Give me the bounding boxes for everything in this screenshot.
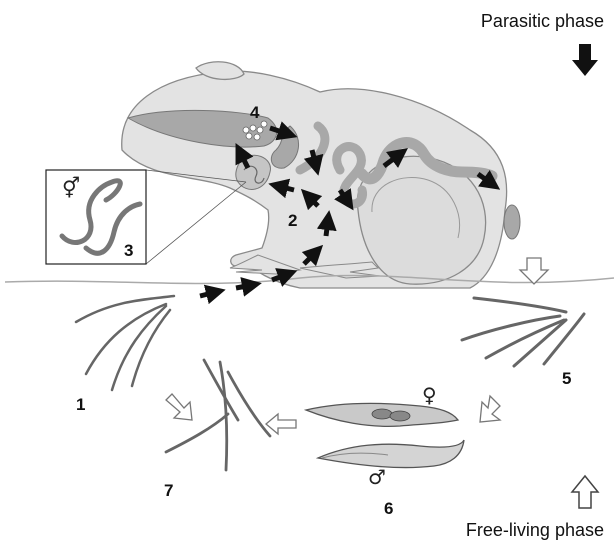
stage-7-label: 7 <box>164 481 173 500</box>
male-symbol: ♂ <box>368 465 386 489</box>
larva <box>228 372 270 436</box>
stage-6-adults <box>306 403 464 467</box>
larva <box>474 298 566 312</box>
egg <box>246 133 252 139</box>
stage-4-label: 4 <box>250 103 260 122</box>
female-egg <box>372 409 392 419</box>
stage-5-label: 5 <box>562 369 571 388</box>
male-adult <box>318 440 464 468</box>
free-living-phase-arrow <box>572 476 598 508</box>
stage-2-label: 2 <box>288 211 297 230</box>
egg <box>250 125 256 131</box>
female-egg <box>390 411 410 421</box>
larva <box>86 304 166 374</box>
stage-3-label: 3 <box>124 241 133 260</box>
stage-5-larvae <box>462 298 584 366</box>
hermaphrodite-symbol: ⚥ <box>62 176 80 200</box>
stage-6-label: 6 <box>384 499 393 518</box>
feces-pellet <box>504 205 520 239</box>
larva <box>166 414 228 452</box>
parasitic-phase-arrow <box>572 44 598 76</box>
egg <box>261 121 267 127</box>
larva <box>514 320 566 366</box>
egg <box>257 127 263 133</box>
larva <box>76 296 174 322</box>
stage-1-label: 1 <box>76 395 85 414</box>
stage-1-larvae <box>76 296 174 390</box>
egg <box>254 134 260 140</box>
free-living-phase-label: Free-living phase <box>466 520 604 540</box>
egg <box>243 127 249 133</box>
parasitic-phase-label: Parasitic phase <box>481 11 604 31</box>
female-symbol: ♀ <box>422 383 437 407</box>
